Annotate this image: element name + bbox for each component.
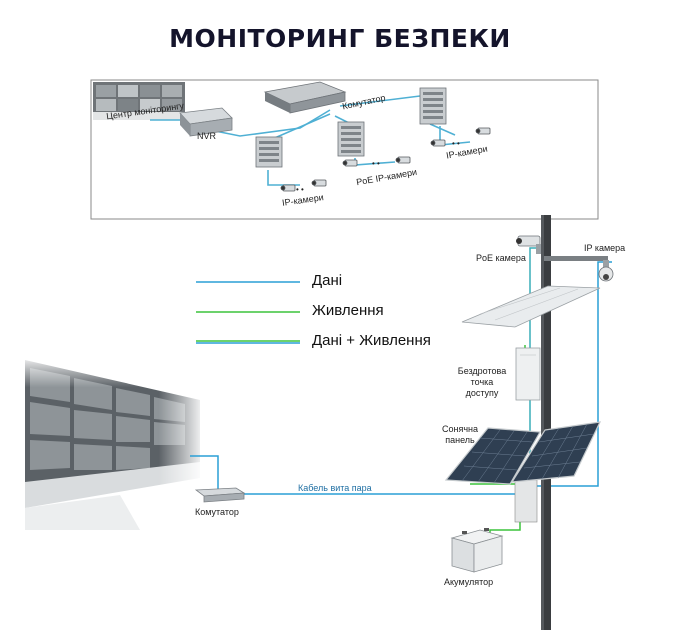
page-title: МОНІТОРИНГ БЕЗПЕКИ: [169, 24, 511, 53]
label-solar-panel: Сонячна панель: [436, 424, 484, 446]
dots-middle: • •: [372, 159, 380, 168]
junction-box: [514, 479, 538, 523]
main-switch-device: [263, 81, 347, 114]
label-cable: Кабель вита пара: [298, 483, 372, 493]
label-bottom-switch: Комутатор: [195, 507, 239, 517]
upper-antenna-panel: [461, 285, 601, 328]
monitoring-center-image: [93, 82, 185, 120]
legend-data-power-label: Дані + Живлення: [312, 332, 431, 349]
top-cameras: [280, 127, 491, 192]
label-wireless-ap-line2: точка: [470, 377, 494, 387]
industrial-switch-left: [255, 136, 283, 168]
legend-data-label: Дані: [312, 272, 343, 289]
label-wireless-ap: Бездротова точка доступу: [448, 366, 516, 399]
dots-right: • •: [452, 139, 460, 148]
solar-panel-right: [510, 421, 602, 483]
camera-icon: [280, 184, 296, 192]
nvr-device: [179, 107, 233, 137]
poe-camera-device: [516, 235, 541, 254]
dots-left: • •: [296, 185, 304, 194]
label-nvr: NVR: [197, 131, 217, 141]
ip-dome-camera-device: [598, 260, 614, 282]
camera-icon: [395, 156, 411, 164]
label-wireless-ap-line3: доступу: [465, 388, 499, 398]
legend-lines: [196, 281, 300, 344]
legend-power-label: Живлення: [312, 302, 384, 319]
label-solar-panel-line2: панель: [445, 435, 475, 445]
camera-icon: [430, 139, 446, 147]
camera-icon: [342, 159, 358, 167]
battery-device: [450, 528, 504, 573]
solar-panel-left: [444, 427, 541, 485]
wireless-ap-device: [515, 347, 541, 401]
bottom-switch-device: [194, 487, 246, 503]
label-ip-camera: IP камера: [584, 243, 626, 253]
industrial-switch-middle: [337, 121, 365, 157]
industrial-switch-right: [419, 87, 447, 125]
label-battery: Акумулятор: [444, 577, 494, 587]
pole: [514, 215, 608, 630]
camera-icon: [475, 127, 491, 135]
label-poe-camera: PoE камера: [476, 253, 526, 263]
top-network-diagram: [90, 79, 599, 220]
camera-icon: [311, 179, 327, 187]
label-solar-panel-line1: Сонячна: [441, 424, 478, 434]
video-wall-image: [20, 355, 205, 535]
label-wireless-ap-line1: Бездротова: [457, 366, 507, 376]
